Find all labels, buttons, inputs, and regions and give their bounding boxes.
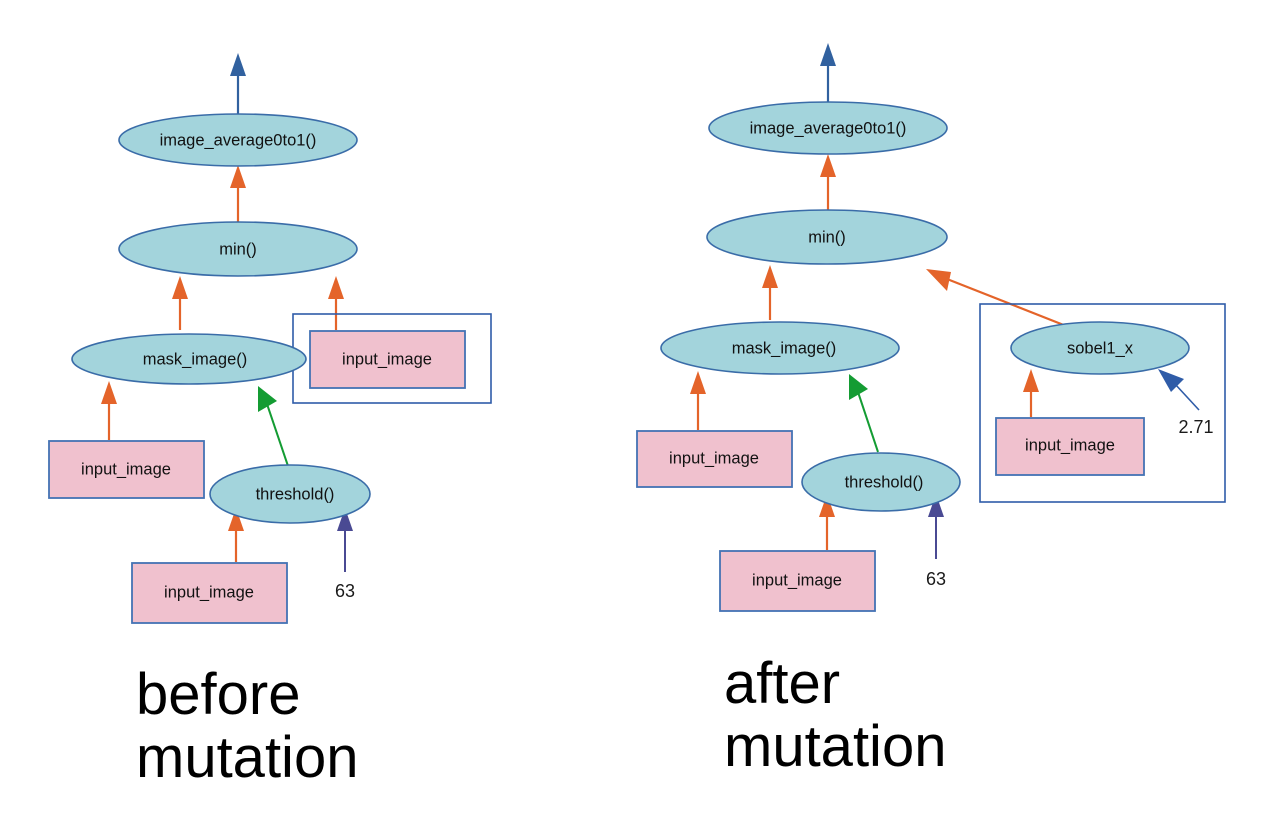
right-caption-line2: mutation xyxy=(724,714,946,779)
left-node-min-label: min() xyxy=(219,240,257,258)
left-node-mask-image-label: mask_image() xyxy=(143,350,248,368)
right-edge-input-to-mask xyxy=(690,371,706,430)
right-node-image-average[interactable] xyxy=(708,101,948,155)
left-node-input-image-framed-label: input_image xyxy=(342,350,432,368)
right-node-sobel1x[interactable] xyxy=(1010,321,1190,375)
left-node-image-average-label: image_average0to1() xyxy=(160,131,317,149)
left-caption-line2: mutation xyxy=(136,725,358,790)
right-node-input-image-mask-label: input_image xyxy=(669,449,759,467)
right-subtree-frame xyxy=(979,303,1226,503)
left-node-threshold-label: threshold() xyxy=(256,485,335,503)
left-node-input-image-framed[interactable] xyxy=(309,330,466,389)
left-edge-mask-to-min xyxy=(172,276,188,330)
left-node-constant-63: 63 xyxy=(335,581,355,601)
right-node-input-image-sobel-label: input_image xyxy=(1025,436,1115,454)
right-node-mask-image[interactable] xyxy=(660,321,900,375)
right-node-threshold-label: threshold() xyxy=(845,473,924,491)
left-node-input-image-threshold-label: input_image xyxy=(164,583,254,601)
right-edge-const63-to-threshold xyxy=(928,494,944,559)
right-node-min[interactable] xyxy=(706,209,948,265)
right-caption-line1: after xyxy=(724,651,840,716)
left-caption-line1: before xyxy=(136,662,300,727)
right-edge-min-to-root xyxy=(820,154,836,211)
right-edge-input-to-sobel xyxy=(1023,369,1039,417)
right-node-image-average-label: image_average0to1() xyxy=(750,119,907,137)
right-edge-mask-to-min xyxy=(762,265,778,320)
right-node-sobel1x-label: sobel1_x xyxy=(1067,339,1134,357)
left-edge-min-to-root xyxy=(230,165,246,222)
right-node-min-label: min() xyxy=(808,228,846,246)
left-node-input-image-mask-label: input_image xyxy=(81,460,171,478)
left-root-output-edge xyxy=(230,53,246,114)
right-node-constant-63: 63 xyxy=(926,569,946,589)
left-node-mask-image[interactable] xyxy=(71,333,307,385)
left-node-image-average[interactable] xyxy=(118,113,358,167)
left-edge-framedinput-to-min xyxy=(328,276,344,330)
right-node-input-image-threshold-label: input_image xyxy=(752,571,842,589)
right-node-mask-image-label: mask_image() xyxy=(732,339,837,357)
left-edge-input-to-mask xyxy=(101,381,117,440)
left-node-input-image-mask[interactable] xyxy=(48,440,205,499)
left-edge-const63-to-threshold xyxy=(337,508,353,572)
right-node-input-image-mask[interactable] xyxy=(636,430,793,488)
right-node-input-image-sobel[interactable] xyxy=(995,417,1145,476)
left-node-input-image-threshold[interactable] xyxy=(131,562,288,624)
left-edge-threshold-to-mask xyxy=(258,386,289,467)
right-root-output-edge xyxy=(820,43,836,102)
right-node-threshold[interactable] xyxy=(801,452,961,512)
right-node-input-image-threshold[interactable] xyxy=(719,550,876,612)
right-edge-const271-to-sobel xyxy=(1158,369,1200,411)
left-node-min[interactable] xyxy=(118,221,358,277)
left-node-threshold[interactable] xyxy=(209,464,371,524)
left-edge-input-to-threshold xyxy=(228,508,244,562)
right-node-constant-271: 2.71 xyxy=(1178,417,1213,437)
right-edge-threshold-to-mask xyxy=(849,374,879,453)
right-edge-input-to-threshold xyxy=(819,494,835,550)
